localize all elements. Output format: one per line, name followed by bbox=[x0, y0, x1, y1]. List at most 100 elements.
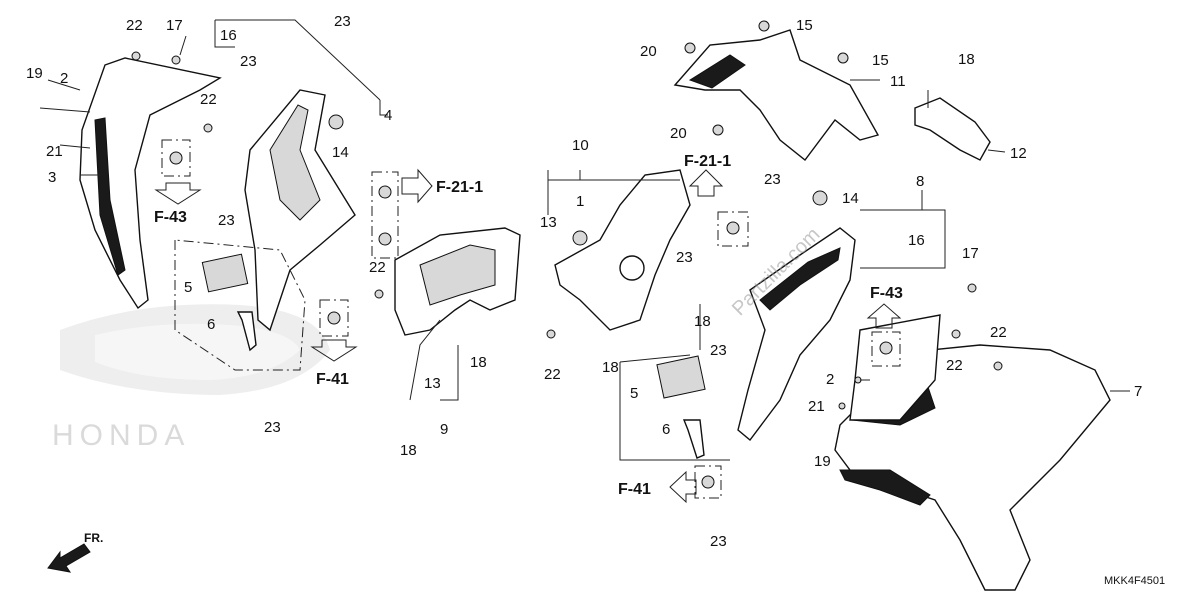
callout-22a[interactable]: 22 bbox=[126, 17, 143, 34]
part-20-nut-a[interactable] bbox=[684, 42, 696, 54]
callout-13b[interactable]: 13 bbox=[424, 375, 441, 392]
dashbox-f43-left bbox=[161, 139, 191, 177]
callout-23h[interactable]: 23 bbox=[710, 533, 727, 550]
callout-13a[interactable]: 13 bbox=[540, 214, 557, 231]
part-22-nut-mid[interactable] bbox=[546, 329, 556, 339]
callout-11[interactable]: 11 bbox=[890, 73, 906, 90]
part-grommet-f211-right[interactable] bbox=[726, 221, 740, 235]
callout-18e[interactable]: 18 bbox=[958, 51, 975, 68]
part-5-pad-left[interactable] bbox=[201, 253, 249, 293]
callout-23b[interactable]: 23 bbox=[240, 53, 257, 70]
callout-17a[interactable]: 17 bbox=[166, 17, 183, 34]
callout-20a[interactable]: 20 bbox=[640, 43, 657, 60]
part-5-pad-right[interactable] bbox=[656, 355, 706, 399]
part-14-grommet-right[interactable] bbox=[812, 190, 828, 206]
callout-18a[interactable]: 18 bbox=[470, 354, 487, 371]
callout-19b[interactable]: 19 bbox=[814, 453, 831, 470]
ref-label-f41-left[interactable]: F-41 bbox=[316, 371, 349, 388]
callout-6b[interactable]: 6 bbox=[662, 421, 670, 438]
callout-14b[interactable]: 14 bbox=[842, 190, 859, 207]
callout-18b[interactable]: 18 bbox=[400, 442, 417, 459]
part-8-right-inner[interactable] bbox=[737, 227, 856, 442]
callout-23d[interactable]: 23 bbox=[264, 419, 281, 436]
part-22-nut-left-top[interactable] bbox=[131, 51, 141, 61]
callout-17b[interactable]: 17 bbox=[962, 245, 979, 262]
callout-22d[interactable]: 22 bbox=[544, 366, 561, 383]
part-17-nut-left[interactable] bbox=[171, 55, 181, 65]
brand-watermark-text: HONDA bbox=[52, 419, 190, 452]
callout-12[interactable]: 12 bbox=[1010, 145, 1027, 162]
part-grommet-f41-right[interactable] bbox=[701, 475, 715, 489]
part-grommet-f43-left[interactable] bbox=[169, 151, 183, 165]
part-grommet-left-b[interactable] bbox=[378, 232, 392, 246]
front-label: FR. bbox=[84, 531, 103, 545]
part-21-washer-right[interactable] bbox=[838, 402, 846, 410]
dashbox-left-main bbox=[174, 239, 306, 371]
callout-14a[interactable]: 14 bbox=[332, 144, 349, 161]
part-1-grommet[interactable] bbox=[572, 230, 588, 246]
ref-label-f211-left[interactable]: F-21-1 bbox=[436, 179, 483, 196]
ref-arrow-f41-left bbox=[310, 339, 358, 362]
callout-4[interactable]: 4 bbox=[384, 107, 392, 124]
part-grommet-f43-right[interactable] bbox=[879, 341, 893, 355]
part-grommet-f41-left[interactable] bbox=[327, 311, 341, 325]
callout-5a[interactable]: 5 bbox=[184, 279, 192, 296]
callout-22c[interactable]: 22 bbox=[369, 259, 386, 276]
callout-23g[interactable]: 23 bbox=[710, 342, 727, 359]
part-15-nut-b[interactable] bbox=[837, 52, 849, 64]
callout-23c[interactable]: 23 bbox=[218, 212, 235, 229]
part-10-hole bbox=[619, 255, 645, 281]
callout-2a[interactable]: 2 bbox=[60, 70, 68, 87]
part-17-nut-right[interactable] bbox=[967, 283, 977, 293]
callout-6a[interactable]: 6 bbox=[207, 316, 215, 333]
callout-23e[interactable]: 23 bbox=[764, 171, 781, 188]
callout-3[interactable]: 3 bbox=[48, 169, 56, 186]
ref-label-f43-left[interactable]: F-43 bbox=[154, 209, 187, 226]
callout-2b[interactable]: 2 bbox=[826, 371, 834, 388]
callout-22e[interactable]: 22 bbox=[946, 357, 963, 374]
part-grommet-left-a[interactable] bbox=[378, 185, 392, 199]
callout-10[interactable]: 10 bbox=[572, 137, 589, 154]
callout-16b[interactable]: 16 bbox=[908, 232, 925, 249]
part-12-trim[interactable] bbox=[914, 97, 991, 161]
callout-16a[interactable]: 16 bbox=[220, 27, 237, 44]
part-8-stripe bbox=[759, 247, 841, 311]
ref-arrow-f41-right bbox=[669, 470, 697, 504]
callout-22f[interactable]: 22 bbox=[990, 324, 1007, 341]
callout-19a[interactable]: 19 bbox=[26, 65, 43, 82]
reference-labels: F-21-1 F-21-1 F-43 F-43 F-41 F-41 bbox=[154, 153, 903, 498]
callout-23f[interactable]: 23 bbox=[676, 249, 693, 266]
part-15-nut-a[interactable] bbox=[758, 20, 770, 32]
ref-arrow-f211-left bbox=[401, 168, 433, 204]
callout-18d[interactable]: 18 bbox=[694, 313, 711, 330]
callout-23a[interactable]: 23 bbox=[334, 13, 351, 30]
part-10-center-panel[interactable] bbox=[554, 169, 691, 331]
callout-15b[interactable]: 15 bbox=[872, 52, 889, 69]
part-20-nut-b[interactable] bbox=[712, 124, 724, 136]
callout-1[interactable]: 1 bbox=[576, 193, 584, 210]
callout-5b[interactable]: 5 bbox=[630, 385, 638, 402]
honda-logo-watermark bbox=[60, 304, 330, 395]
callout-21a[interactable]: 21 bbox=[46, 143, 63, 160]
part-22-nut-left-mid[interactable] bbox=[203, 123, 213, 133]
callout-15a[interactable]: 15 bbox=[796, 17, 813, 34]
part-6-clip-right[interactable] bbox=[682, 419, 705, 459]
part-3-stripe bbox=[94, 117, 126, 276]
callout-20b[interactable]: 20 bbox=[670, 125, 687, 142]
ref-label-f211-right[interactable]: F-21-1 bbox=[684, 153, 731, 170]
ref-label-f41-right[interactable]: F-41 bbox=[618, 481, 651, 498]
part-22-nut-left-low[interactable] bbox=[374, 289, 384, 299]
ref-label-f43-right[interactable]: F-43 bbox=[870, 285, 903, 302]
part-11-upper-cover[interactable] bbox=[673, 29, 880, 161]
part-14-grommet-left[interactable] bbox=[328, 114, 344, 130]
callout-18c[interactable]: 18 bbox=[602, 359, 619, 376]
callout-7[interactable]: 7 bbox=[1134, 383, 1142, 400]
callout-8[interactable]: 8 bbox=[916, 173, 924, 190]
callout-21b[interactable]: 21 bbox=[808, 398, 825, 415]
part-22-nut-right-a[interactable] bbox=[951, 329, 961, 339]
callout-22b[interactable]: 22 bbox=[200, 91, 217, 108]
part-6-clip-left[interactable] bbox=[236, 311, 257, 352]
part-22-nut-right-b[interactable] bbox=[993, 361, 1003, 371]
callout-9[interactable]: 9 bbox=[440, 421, 448, 438]
